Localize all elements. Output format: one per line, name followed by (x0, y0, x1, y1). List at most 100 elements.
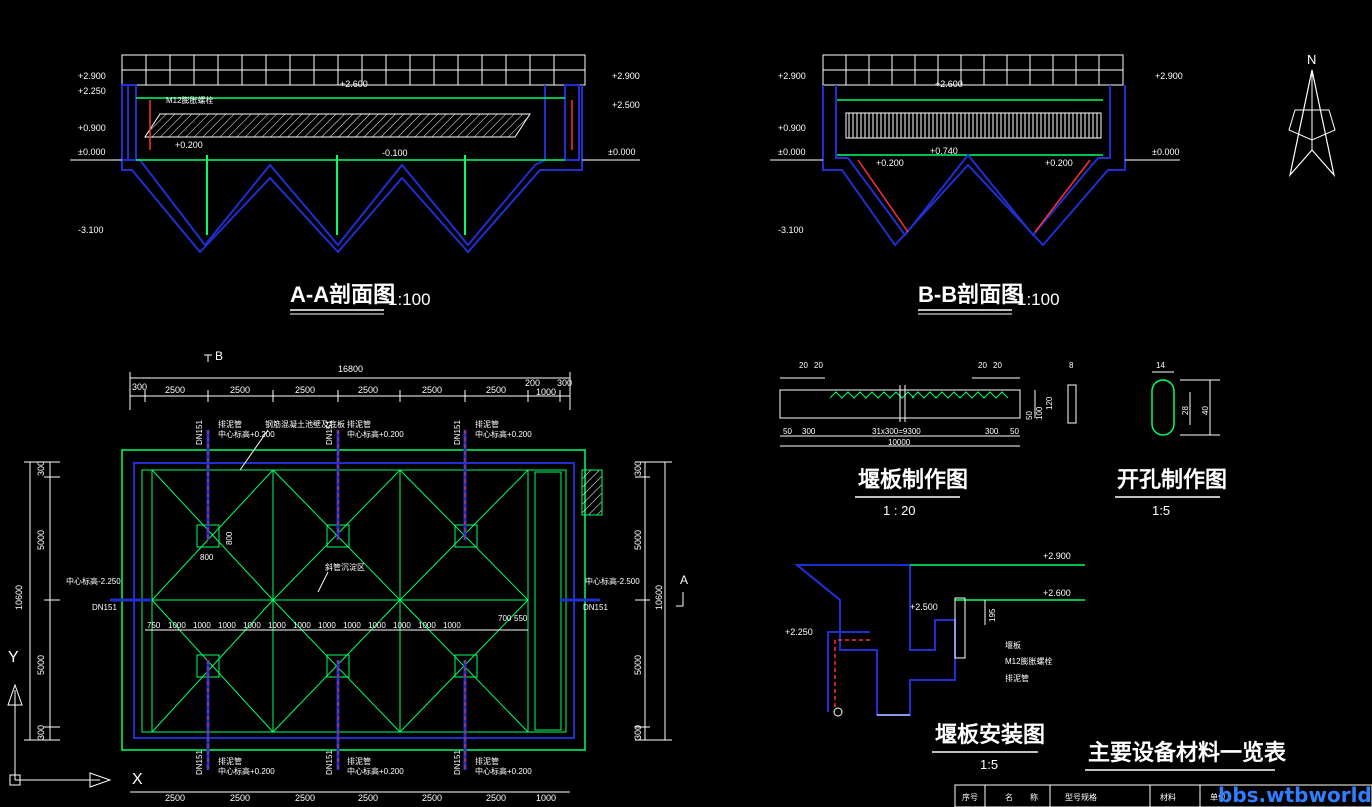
install-elev-3: +2.250 (785, 627, 813, 637)
bb-elev-r-2900: +2.900 (1155, 71, 1183, 81)
pipe-elev-6: 中心标高+0.200 (475, 766, 532, 776)
plan-right-dim-0: 300 (633, 461, 643, 476)
aa-elev-0000: ±0.000 (78, 147, 105, 157)
weir-bot-dim-2: 31x300=9300 (872, 427, 921, 436)
axis-y-label: Y (8, 649, 19, 666)
weir-bot-dim-3: 300 (985, 427, 999, 436)
install-note-1: M12膨胀螺栓 (1005, 656, 1053, 666)
hole-title: 开孔制作图 (1117, 467, 1227, 492)
plan-top-dim-4: 2500 (358, 385, 378, 395)
box-dim-h: 800 (225, 531, 234, 545)
pipe-note-1: 排泥管 (218, 419, 242, 429)
pipe-label-top-3: DN151 (453, 420, 462, 445)
aa-elev-3100: -3.100 (78, 225, 104, 235)
hole-detail: 14 28 40 开孔制作图 1:5 (1115, 361, 1227, 518)
aa-elev-2250: +2.250 (78, 86, 106, 96)
inner-dim-11: 1000 (418, 621, 436, 630)
inner-dim-2: 1000 (193, 621, 211, 630)
pipe-note-6: 排泥管 (475, 756, 499, 766)
weir-side-dim-0: 50 (1025, 411, 1034, 420)
bb-elev-0200b: +0.200 (1045, 158, 1073, 168)
inlet-elev: 中心标高-2.250 (66, 576, 121, 586)
aa-elev-r-2900: +2.900 (612, 71, 640, 81)
plan-top-dim-3: 2500 (295, 385, 315, 395)
plan-bot-dim-2: 2500 (295, 793, 315, 803)
weir-plate-scale: 1 : 20 (883, 503, 916, 518)
materials-table: 主要设备材料一览表 序号 名 称 型号规格 材料 单位 (954, 740, 1372, 807)
plan-top-dim-9: 1000 (536, 387, 556, 397)
section-mark-b: B (215, 349, 223, 363)
plan-top-dim-0: 300 (132, 382, 147, 392)
bb-elev-0000: ±0.000 (778, 147, 805, 157)
inner-dim-3: 1000 (218, 621, 236, 630)
hole-width: 14 (1156, 361, 1165, 370)
install-elev-1: +2.600 (1043, 588, 1071, 598)
install-elev-0: +2.900 (1043, 551, 1071, 561)
aa-elev-0200: +0.200 (175, 140, 203, 150)
plan-right-dim-1: 5000 (633, 530, 643, 550)
weir-top-dim-0: 20 (799, 361, 808, 370)
plan-left-total: 10600 (14, 585, 24, 610)
install-dim: 195 (988, 608, 997, 622)
inner-dim-7: 1000 (318, 621, 336, 630)
weir-top-dim-2: 20 (978, 361, 987, 370)
pipe-label-bot-3: DN151 (453, 750, 462, 775)
plan-top-dim-7: 200 (525, 378, 540, 388)
aa-note-bolt: M12膨胀螺栓 (166, 95, 214, 105)
weir-install-scale: 1:5 (980, 757, 998, 772)
bb-elev-r-0000: ±0.000 (1152, 147, 1179, 157)
bb-elev-2900: +2.900 (778, 71, 806, 81)
weir-bot-dim-1: 300 (802, 427, 816, 436)
pipe-label-right: DN151 (583, 603, 608, 612)
pipe-label-top-1: DN151 (195, 420, 204, 445)
pipe-label-bot-2: DN151 (325, 750, 334, 775)
inner-dim-13: 700 (498, 614, 512, 623)
weir-top-dim-1: 20 (814, 361, 823, 370)
section-bb: +2.900 +0.900 ±0.000 -3.100 +2.600 +2.90… (770, 54, 1183, 315)
section-mark-a: A (680, 573, 688, 587)
weir-top-dim-3: 20 (993, 361, 1002, 370)
inner-dim-0: 750 (147, 621, 161, 630)
plan-right-dim-2: 5000 (633, 655, 643, 675)
inner-dim-4: 1000 (243, 621, 261, 630)
aa-elev-top: +2.600 (340, 79, 368, 89)
inner-dim-8: 1000 (343, 621, 361, 630)
plan-note-mid: 斜管沉淀区 (325, 562, 365, 572)
install-elev-2: +2.500 (910, 602, 938, 612)
section-aa: +2.900 +2.250 +0.900 ±0.000 -3.100 +2.60… (70, 54, 640, 315)
inner-dim-10: 1000 (393, 621, 411, 630)
bb-elev-0740: +0.740 (930, 146, 958, 156)
plan-bot-dim-1: 2500 (230, 793, 250, 803)
plan-left-dim-3: 300 (36, 725, 46, 740)
plan-bot-dim-6: 1000 (536, 793, 556, 803)
inner-dim-9: 1000 (368, 621, 386, 630)
aa-title: A-A剖面图 (290, 282, 395, 307)
inner-dim-1: 1000 (168, 621, 186, 630)
aa-elev-r-0000: ±0.000 (608, 147, 635, 157)
weir-install: +2.900 +2.600 +2.500 +2.250 195 堰板 M12膨胀… (785, 551, 1085, 772)
inner-dim-6: 1000 (293, 621, 311, 630)
plan-right-total: 10600 (654, 585, 664, 610)
plan-right-dim-3: 300 (633, 725, 643, 740)
plan-bot-dim-5: 2500 (486, 793, 506, 803)
watermark: bbs.wtbworld.com (1218, 783, 1372, 807)
hole-scale: 1:5 (1152, 503, 1170, 518)
plan-total-width: 16800 (338, 364, 363, 374)
materials-header-1: 名 (1005, 792, 1013, 802)
aa-elev-r-2500: +2.500 (612, 100, 640, 110)
aa-elev-m0100: -0.100 (382, 148, 408, 158)
install-note-0: 堰板 (1005, 640, 1021, 650)
pipe-note-4: 排泥管 (218, 756, 242, 766)
plan-top-dim-5: 2500 (422, 385, 442, 395)
weir-bot-dim-0: 50 (783, 427, 792, 436)
install-note-2: 排泥管 (1005, 673, 1029, 683)
aa-scale: 1:100 (388, 290, 431, 309)
pipe-elev-2: 中心标高+0.200 (347, 429, 404, 439)
plan-bot-dim-0: 2500 (165, 793, 185, 803)
weir-plate-title: 堰板制作图 (858, 467, 968, 492)
plan-note-top: 钢筋混凝土池壁及底板 (265, 419, 345, 429)
materials-header-5: 单位 (1210, 792, 1226, 802)
pipe-elev-3: 中心标高+0.200 (475, 429, 532, 439)
weir-plate: 20 20 20 20 50 300 31x300=9300 300 50 10… (779, 361, 1077, 518)
materials-header-4: 材料 (1160, 792, 1176, 802)
